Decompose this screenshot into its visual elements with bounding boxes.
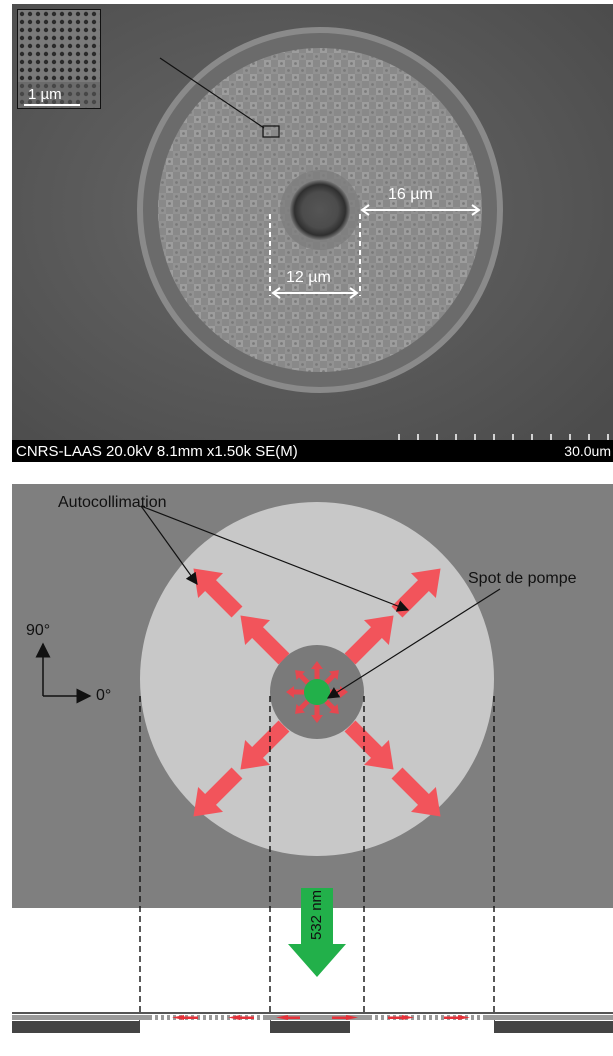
layer-top-line (12, 1012, 613, 1014)
dim-arrow-12-head-left (271, 287, 281, 299)
dim-arrow-12-head-right (349, 287, 359, 299)
sem-scale-label: 30.0um (564, 443, 611, 459)
pump-spot (304, 679, 330, 705)
autocollimation-pointer-right (140, 505, 410, 612)
inset-connector-line (159, 57, 265, 129)
inset-scale-label: 1 µm (28, 86, 62, 103)
pump-arrow (288, 888, 346, 977)
pump-spot-label: Spot de pompe (468, 570, 577, 587)
angle-0-label: 0° (96, 687, 112, 704)
schematic-graphic (12, 484, 613, 1056)
sem-info-bar (12, 440, 613, 462)
dim-arrow-16-head-left (360, 204, 370, 216)
angle-90-label: 90° (26, 622, 51, 639)
autocollimation-label: Autocollimation (58, 494, 167, 511)
autocollimation-pointer-left (140, 505, 198, 585)
pump-spot-pointer (326, 588, 501, 699)
schematic-diagram: Autocollimation Spot de pompe 90° 0° 532… (12, 484, 613, 1056)
inset-zoom: 1 µm (17, 9, 101, 109)
sem-image: 1 µm 16 µm 12 µm CNRS-LAAS 20.0kV 8.1mm … (12, 4, 613, 462)
inset-marker-box (262, 125, 280, 138)
projection-lines (139, 696, 495, 1022)
sem-graphic (12, 4, 613, 462)
in-plane-arrows (172, 1015, 470, 1020)
central-defect (290, 180, 350, 240)
layer-membrane (12, 1015, 613, 1020)
sem-info-text: CNRS-LAAS 20.0kV 8.1mm x1.50k SE(M) (16, 443, 298, 460)
measure-12-label: 12 µm (286, 269, 331, 286)
dim-arrow-16-head-right (471, 204, 481, 216)
wavelength-label: 532 nm (308, 889, 325, 940)
air-gap-right (350, 1020, 494, 1034)
layer-below (12, 1033, 613, 1056)
scale-ticks (398, 434, 609, 440)
inset-lattice (18, 10, 100, 108)
layer-substrate-top (12, 1021, 613, 1033)
air-gap-left (140, 1020, 270, 1034)
measure-16-label: 16 µm (388, 186, 433, 203)
